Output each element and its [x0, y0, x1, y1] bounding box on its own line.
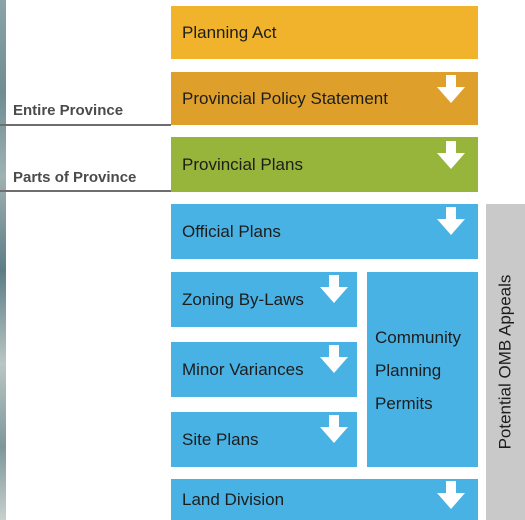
down-arrow-icon [320, 415, 348, 443]
box-minor-variances-label: Minor Variances [182, 359, 304, 379]
down-arrow-icon [437, 75, 465, 103]
appeals-bar: Potential OMB Appeals [486, 204, 525, 520]
appeals-bar-label: Potential OMB Appeals [495, 274, 515, 450]
box-official-plans-label: Official Plans [182, 221, 281, 241]
box-planning-act: Planning Act [171, 6, 478, 59]
box-site-plans: Site Plans [171, 412, 357, 467]
box-zoning-by-laws-label: Zoning By-Laws [182, 289, 304, 309]
background-photo-edge [0, 0, 6, 520]
down-arrow-icon [437, 141, 465, 169]
box-zoning-by-laws: Zoning By-Laws [171, 272, 357, 327]
box-provincial-plans-label: Provincial Plans [182, 154, 303, 174]
down-arrow-icon [320, 345, 348, 373]
box-provincial-policy-statement-label: Provincial Policy Statement [182, 88, 388, 108]
box-land-division-label: Land Division [182, 489, 285, 509]
box-community-planning-permits-line-3: Permits [375, 394, 433, 413]
box-official-plans: Official Plans [171, 204, 478, 259]
down-arrow-icon [320, 275, 348, 303]
box-planning-act-label: Planning Act [182, 22, 277, 42]
down-arrow-icon [437, 207, 465, 235]
label-parts-of-province: Parts of Province [13, 169, 137, 186]
box-provincial-policy-statement: Provincial Policy Statement [171, 72, 478, 125]
box-site-plans-label: Site Plans [182, 429, 259, 449]
down-arrow-icon [437, 481, 465, 509]
box-community-planning-permits-line-2: Planning [375, 361, 442, 380]
rule-entire-province [0, 124, 171, 126]
box-land-division: Land Division [171, 479, 478, 520]
box-provincial-plans: Provincial Plans [171, 137, 478, 192]
label-entire-province: Entire Province [13, 102, 124, 119]
box-community-planning-permits-line-1: Community [375, 328, 461, 347]
rule-parts-of-province [0, 190, 171, 192]
box-minor-variances: Minor Variances [171, 342, 357, 397]
box-community-planning-permits: Community Planning Permits [367, 272, 478, 467]
